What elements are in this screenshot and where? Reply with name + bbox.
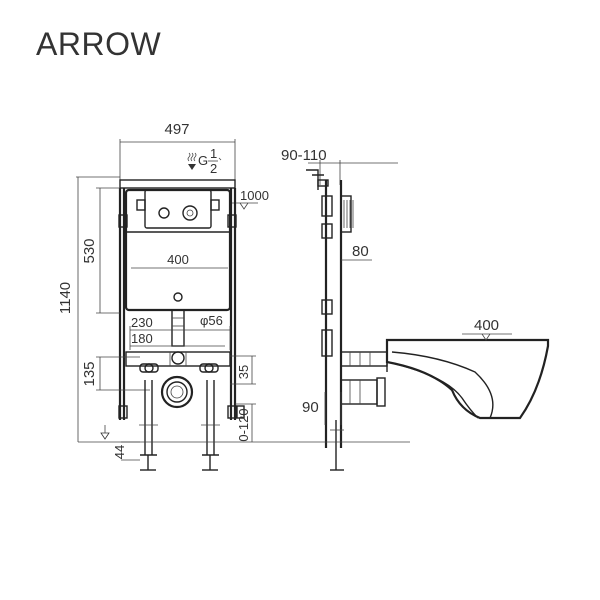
outlet-annotation: 230 φ56	[129, 313, 231, 350]
frame-depth-dimension: 80	[341, 243, 372, 261]
depth-label: 90-110	[281, 147, 327, 164]
width-label: 497	[164, 121, 189, 138]
outlet-spacing-label: 230	[131, 315, 153, 330]
bolt-height-label: 135	[81, 361, 98, 386]
cistern-width-label: 400	[167, 252, 189, 267]
pipe-connections	[340, 351, 388, 407]
flush-plate	[340, 195, 354, 233]
bolt-offset-dimension: 35	[230, 355, 256, 385]
total-height-dimension: 1140	[57, 176, 120, 442]
front-view: 497 G 1 2 1000	[57, 121, 269, 471]
pipe-offset-dimension: 90	[302, 392, 342, 425]
water-inlet-annotation: G 1 2	[187, 146, 222, 176]
floor-offset-dimension: 44	[100, 425, 140, 461]
leg-adjust-label: 0-120	[236, 408, 251, 441]
bolt-height-dimension: 135	[81, 356, 150, 391]
outlet-diameter-label: φ56	[200, 313, 223, 328]
depth-dimension: 90-110	[281, 147, 398, 185]
toilet-bowl	[385, 338, 550, 420]
frame-depth-label: 80	[352, 243, 369, 260]
cistern-height-label: 530	[81, 238, 98, 263]
inlet-height-annotation: 1000	[232, 188, 269, 210]
cistern-height-dimension: 530	[81, 187, 120, 314]
bolt-spacing-label: 180	[131, 331, 153, 346]
brand-logo: ARROW	[36, 26, 162, 62]
bolt-spacing-annotation: 180	[130, 331, 225, 347]
water-inlet-fraction-den: 2	[210, 161, 217, 176]
inlet-height-label: 1000	[240, 188, 269, 203]
total-height-label: 1140	[57, 282, 74, 314]
bowl-length-label: 400	[474, 317, 499, 334]
side-view: 90-110 80	[268, 147, 550, 471]
mounting-crossbar	[125, 351, 231, 373]
frame-legs	[139, 380, 220, 471]
frame-top-bar	[119, 179, 236, 189]
leg-adjust-dimension: 0-120	[235, 403, 256, 442]
bolt-offset-label: 35	[236, 365, 251, 379]
water-inlet-fraction-num: 1	[210, 146, 217, 161]
water-inlet-label: G	[198, 153, 208, 168]
width-dimension: 497	[119, 121, 236, 185]
floor-offset-label: 44	[112, 445, 127, 459]
waste-outlet	[160, 375, 194, 409]
bowl-length-dimension: 400	[462, 317, 512, 341]
cistern: 400	[124, 188, 232, 312]
pipe-offset-label: 90	[302, 399, 319, 416]
